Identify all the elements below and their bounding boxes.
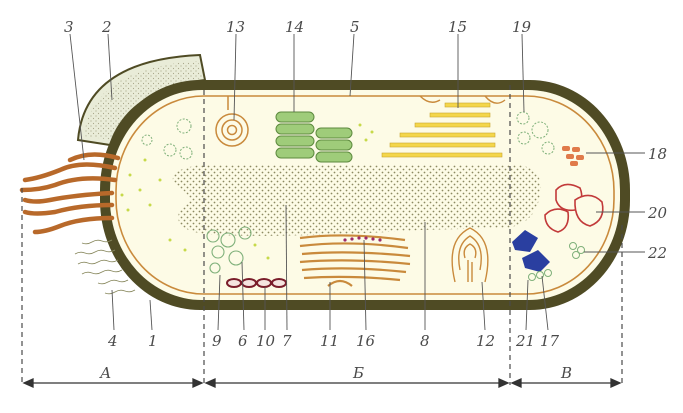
callout-13: 13 — [226, 18, 245, 36]
granule-chain — [226, 278, 287, 288]
callout-6: 6 — [238, 332, 248, 350]
callout-9: 9 — [212, 332, 222, 350]
callout-10: 10 — [256, 332, 276, 350]
callout-20: 20 — [647, 204, 668, 222]
callout-7: 7 — [282, 332, 292, 350]
zone-dividers — [21, 85, 623, 385]
photosynthetic-lamellae — [381, 95, 506, 158]
zone-label-a: А — [99, 364, 111, 382]
callout-3: 3 — [64, 18, 74, 36]
callout-22: 22 — [647, 244, 667, 262]
callout-2: 2 — [101, 18, 112, 36]
callout-16: 16 — [356, 332, 376, 350]
nucleoid — [172, 165, 541, 236]
callout-5: 5 — [350, 18, 360, 36]
callout-14: 14 — [285, 18, 304, 36]
callout-17: 17 — [540, 332, 560, 350]
magnetosomes — [512, 230, 550, 272]
small-vesicles — [528, 242, 585, 281]
callout-8: 8 — [420, 332, 430, 350]
callout-4: 4 — [107, 332, 118, 350]
callout-12: 12 — [476, 332, 495, 350]
callout-15: 15 — [448, 18, 467, 36]
gas-vesicles — [206, 226, 252, 274]
callout-19: 19 — [512, 18, 532, 36]
orange-granules — [562, 146, 584, 166]
callout-18: 18 — [648, 145, 667, 163]
pili — [74, 239, 136, 295]
dimension-arrows — [22, 377, 622, 389]
zone-label-c: В — [560, 364, 572, 382]
callout-21: 21 — [515, 332, 535, 350]
lamellar-membranes — [299, 234, 411, 287]
tubular-membranes — [451, 227, 489, 283]
thylakoid-stacks — [275, 111, 353, 163]
callout-1: 1 — [148, 332, 158, 350]
membrane-granules — [343, 236, 382, 242]
inclusions — [544, 183, 604, 233]
callout-11: 11 — [320, 332, 339, 350]
leader-lines — [69, 33, 645, 331]
mesosome-spiral — [215, 96, 249, 147]
vesicles-left — [141, 118, 193, 160]
ribosome-dots — [120, 123, 374, 260]
vesicles-right — [516, 111, 555, 155]
flagella — [19, 152, 121, 235]
zone-label-b: Б — [352, 364, 364, 382]
